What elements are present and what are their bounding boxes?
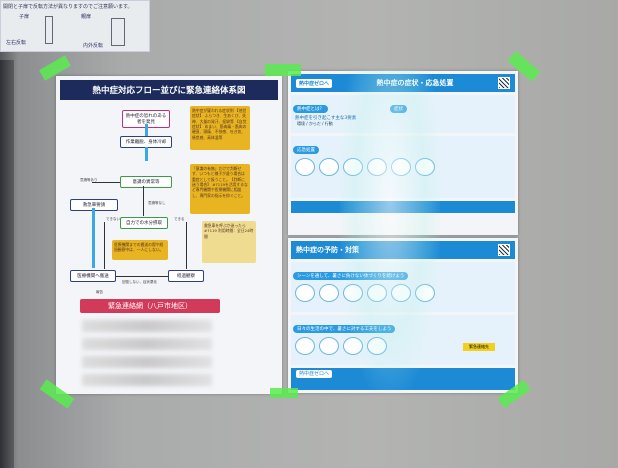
illustration-icon <box>415 284 435 302</box>
flip-lr-label: 左右反転 <box>6 40 27 46</box>
illustration-icon <box>319 158 339 176</box>
illustration-icon <box>295 337 315 355</box>
label-no: 意識等なし <box>148 201 166 205</box>
logo: 熱中症ゼロへ <box>296 370 333 378</box>
blurred-contact <box>82 356 212 368</box>
door-instruction-note: 開閉と子扉で反転方法が異なりますのでご注意願います。 子扉 親扉 左右反転 内外… <box>0 0 150 52</box>
heatstroke-flow-poster: 熱中症対応フロー並びに緊急連絡体系図 熱中症の恐れのある者を発見 作業離脱、身体… <box>56 76 282 394</box>
logo: 熱中症ゼロへ <box>296 78 333 88</box>
blurred-contact <box>82 320 212 332</box>
door-diagram <box>45 16 53 44</box>
flow-box-hospital: 医療機関へ搬送 <box>70 270 116 282</box>
flow-box-hydration: 自力での水分摂取 <box>120 217 168 229</box>
symptoms-first-aid-poster: 熱中症ゼロへ 熱中症の症状・応急処置 熱中症とは？ 症状 熱中症を引き起こす主な3要… <box>288 71 518 235</box>
prevention-poster: 熱中症の予防・対策 シーンを通して、暑さに負けない体づくりを続けよう 日々の生活… <box>288 238 518 393</box>
flow-box-symptoms: 意識の異常等 <box>120 176 172 188</box>
illustration-icon <box>367 284 387 302</box>
illustration-icon <box>415 158 435 176</box>
flow-line <box>143 186 144 216</box>
section: 熱中症とは？症状 熱中症を引き起こす主な3要素 環境 / からだ / 行動 <box>291 95 515 133</box>
illustration-icon <box>343 337 363 355</box>
section: 応急処置 <box>291 136 515 198</box>
section-heading: 応急処置 <box>293 146 319 154</box>
illustration-icon <box>343 158 363 176</box>
flow-arrow <box>145 124 148 136</box>
illustration-icon <box>343 284 363 302</box>
section-heading: シーンを通して、暑さに負けない体づくりを続けよう <box>293 272 409 280</box>
child-door-label: 子扉 <box>19 14 30 20</box>
label-can: できる <box>174 217 185 221</box>
section: 日々の生活の中で、暑さに対する工夫をしよう 緊急連絡先 <box>291 315 515 365</box>
label-improve: 回復しない、症状悪化 <box>122 280 157 284</box>
poster-title: 熱中症の症状・応急処置 <box>376 79 454 87</box>
illustration-icon <box>367 158 387 176</box>
flow-line <box>116 276 168 277</box>
section: シーンを通して、暑さに負けない体づくりを続けよう <box>291 262 515 312</box>
poster-title: 熱中症対応フロー並びに緊急連絡体系図 <box>60 80 278 100</box>
illustration-icon <box>295 158 315 176</box>
green-tape <box>265 64 301 76</box>
poster-footer <box>291 201 515 213</box>
flow-arrow <box>92 208 95 268</box>
callout-judgement: 「意識の有無」だけで判断せず、いつもと様子が違う場合は重症として扱うこと。【判断… <box>190 164 250 214</box>
blurred-contact <box>82 374 212 386</box>
illustration-icon <box>391 284 411 302</box>
section-heading: 症状 <box>390 105 407 113</box>
label-report: 報告 <box>96 290 103 294</box>
cause: 環境 <box>297 121 305 126</box>
flow-line <box>186 222 187 269</box>
flow-arrow <box>145 147 148 161</box>
illustration-icon <box>319 337 339 355</box>
label-cannot: できない <box>106 217 120 221</box>
emergency-contact-header: 緊急連絡網（八戸市地区） <box>80 299 220 313</box>
flip-io-label: 内外反転 <box>83 43 104 49</box>
contact-label: 緊急連絡先 <box>463 343 495 351</box>
flow-box-observe: 経過観察 <box>168 270 204 282</box>
wall-edge <box>0 60 14 468</box>
poster-title: 熱中症の予防・対策 <box>296 246 359 254</box>
flow-line <box>92 182 120 183</box>
green-tape <box>270 388 298 398</box>
cause: からだ <box>308 121 321 126</box>
note-text: 開閉と子扉で反転方法が異なりますのでご注意願います。 <box>3 4 133 10</box>
qr-code-icon <box>498 244 510 256</box>
illustration-icon <box>391 158 411 176</box>
door-diagram <box>111 18 125 46</box>
section-heading: 熱中症とは？ <box>293 105 328 113</box>
parent-door-label: 親扉 <box>81 14 92 20</box>
blurred-contact <box>82 338 212 350</box>
causes-title: 熱中症を引き起こす主な3要素 <box>295 116 357 121</box>
illustration-icon <box>319 284 339 302</box>
illustration-icon <box>295 284 315 302</box>
callout-transport: 医療機関までの搬送の際や経過観察中は、一人にしない。 <box>112 240 168 260</box>
section-heading: 日々の生活の中で、暑さに対する工夫をしよう <box>293 325 396 333</box>
callout-symptoms: 熱中症が疑われる症状例 【他覚症状】 ふらつき、生あくび、失神、大量の発汗、痙攣… <box>190 106 250 150</box>
flow-line <box>104 222 105 269</box>
label-yes: 意識等あり <box>80 178 98 182</box>
callout-7119: 救急車を呼ぶか迷ったら #7119 利用時間：全日24時間 <box>202 221 256 263</box>
illustration-icon <box>367 337 387 355</box>
qr-code-icon <box>497 77 510 89</box>
cause: 行動 <box>324 121 333 126</box>
